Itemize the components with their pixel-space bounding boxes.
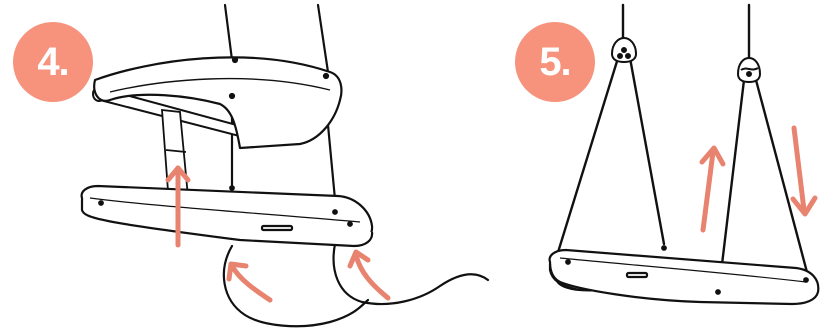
step-number-badge-4: 4. xyxy=(13,22,93,102)
arrows-step-5 xyxy=(699,125,818,233)
seat-with-backrest-illustration xyxy=(80,3,490,328)
step-number-5: 5. xyxy=(539,39,571,84)
rope-loop-left xyxy=(222,244,370,328)
rope-left-top xyxy=(223,3,234,62)
step-4-panel: 4. xyxy=(13,3,490,328)
swing-seat-board xyxy=(548,245,820,306)
arrow-pull-down xyxy=(791,125,807,213)
rope-loop-right xyxy=(332,242,490,306)
rope-right-top xyxy=(316,3,330,74)
rope-ring-left xyxy=(610,36,638,64)
seat-board xyxy=(80,184,374,248)
step-number-4: 4. xyxy=(37,39,69,84)
rope-right-back xyxy=(754,78,810,278)
arrow-loop-left xyxy=(229,263,273,303)
step-number-badge-5: 5. xyxy=(515,22,595,102)
step-5-panel: 5. xyxy=(500,0,825,330)
backrest xyxy=(93,56,343,150)
rope-ring-right xyxy=(736,56,762,84)
rope-left-front xyxy=(553,56,620,264)
arrow-loop-right xyxy=(353,252,391,301)
swing-seat-illustration xyxy=(548,3,820,306)
rope-left-back xyxy=(628,56,666,246)
arrow-pull-up xyxy=(700,149,716,233)
arrows-step-4 xyxy=(165,165,391,303)
